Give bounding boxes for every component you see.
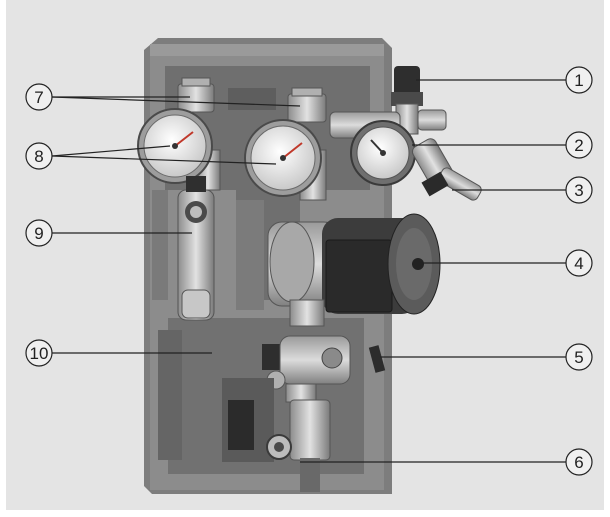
callout-1-number: 1 [574, 71, 583, 90]
flow-meter [222, 378, 331, 492]
leader-8a [51, 145, 171, 157]
callout-9-number: 9 [34, 224, 43, 243]
callout-2-number: 2 [574, 136, 583, 155]
leader-7b [51, 96, 301, 107]
callout-8: 8 [25, 142, 53, 170]
callout-7: 7 [25, 83, 53, 111]
callout-10-number: 10 [30, 344, 49, 363]
circulation-pump [267, 213, 441, 327]
fill-drain-valve [411, 138, 482, 201]
callout-4: 4 [565, 249, 593, 277]
callout-8-number: 8 [34, 147, 43, 166]
callout-6-number: 6 [574, 453, 583, 472]
callout-4-number: 4 [574, 254, 583, 273]
callout-1: 1 [565, 66, 593, 94]
leader-8b [51, 155, 277, 165]
callout-5-number: 5 [574, 348, 583, 367]
callout-3: 3 [565, 176, 593, 204]
callout-3-number: 3 [574, 181, 583, 200]
right-thermometer [244, 119, 327, 201]
pressure-gauge [350, 120, 416, 186]
callout-5: 5 [565, 343, 593, 371]
callout-2: 2 [565, 131, 593, 159]
callout-7-number: 7 [34, 88, 43, 107]
callout-leaders [51, 79, 566, 463]
callout-9: 9 [25, 219, 53, 247]
check-valve [177, 176, 215, 321]
callout-10: 10 [25, 339, 53, 367]
callout-6: 6 [565, 448, 593, 476]
ball-valve [262, 335, 386, 403]
